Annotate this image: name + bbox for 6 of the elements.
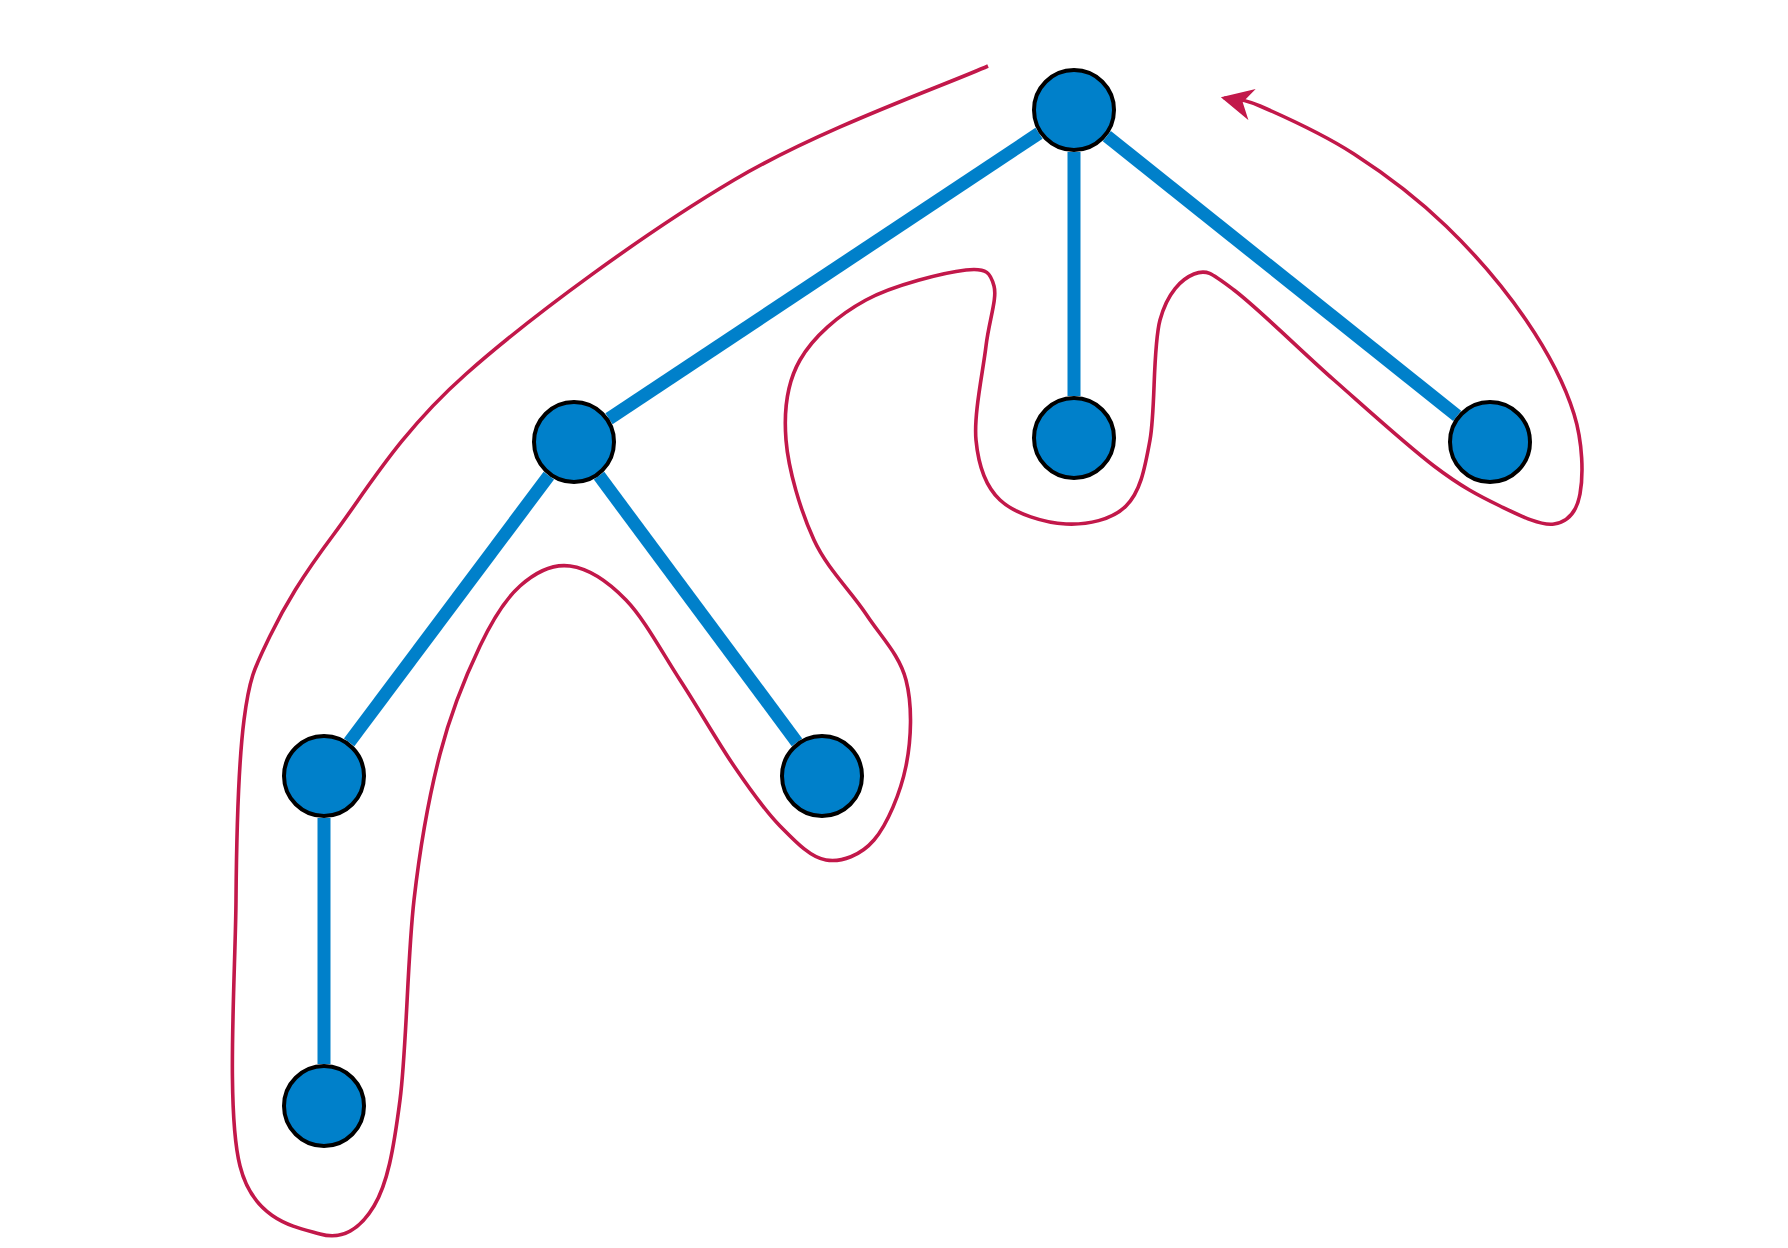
tree-edge-line [605,127,1043,425]
tree-edge-line [1067,152,1081,396]
tree-edge-line [593,471,803,747]
tree-edge-line [1102,131,1462,421]
tree-edge-line [343,471,555,747]
tree-edge-line [317,818,331,1064]
